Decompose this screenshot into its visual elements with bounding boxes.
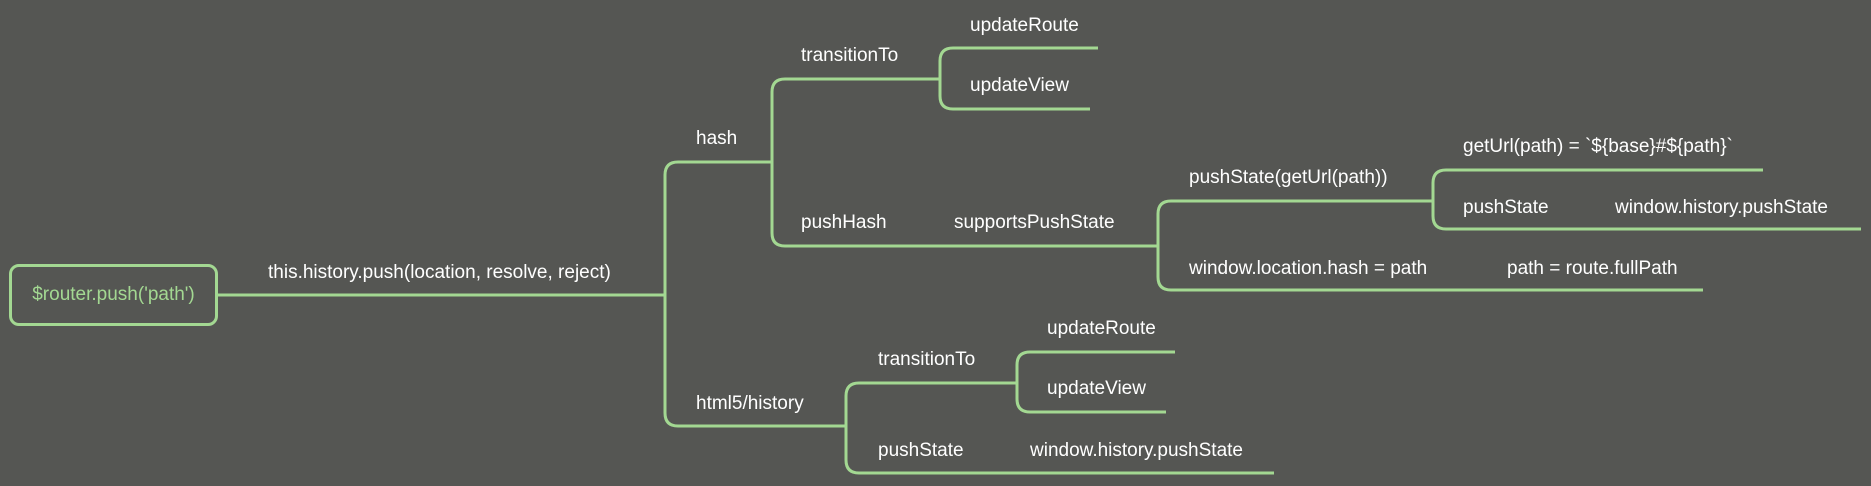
node-h5-pushstate[interactable]: pushState: [878, 440, 964, 461]
connector-h5-transition-up: [1015, 350, 1175, 383]
connector-hash-down: [770, 162, 1158, 248]
node-h5-updateroute[interactable]: updateRoute: [1047, 318, 1156, 339]
connector-sps-down: [1156, 246, 1703, 292]
connector-history-split-down: [663, 295, 846, 428]
connector-hash-up: [770, 77, 940, 162]
node-hash-updateview[interactable]: updateView: [970, 75, 1069, 96]
node-window-history-pushstate-1[interactable]: window.history.pushState: [1615, 197, 1828, 218]
node-supportspushstate[interactable]: supportsPushState: [954, 212, 1115, 233]
node-pushhash[interactable]: pushHash: [801, 212, 887, 233]
node-window-history-pushstate-2[interactable]: window.history.pushState: [1030, 440, 1243, 461]
node-h5-transitionto[interactable]: transitionTo: [878, 349, 976, 370]
node-hash-updateroute[interactable]: updateRoute: [970, 15, 1079, 36]
node-hash-transitionto[interactable]: transitionTo: [801, 45, 899, 66]
node-location-hash[interactable]: window.location.hash = path: [1189, 258, 1428, 279]
connector-h5-down: [844, 426, 1274, 475]
node-history-push[interactable]: this.history.push(location, resolve, rej…: [268, 262, 611, 283]
node-html5-history[interactable]: html5/history: [696, 393, 804, 414]
root-node-label: $router.push('path'): [32, 284, 195, 305]
node-pushstate-geturl[interactable]: pushState(getUrl(path)): [1189, 167, 1388, 188]
connector-getUrl-up: [1431, 168, 1763, 201]
connector-sps-up: [1156, 199, 1433, 246]
connector-transition-down: [938, 79, 1090, 111]
node-geturl-expression[interactable]: getUrl(path) = `${base}#${path}`: [1463, 136, 1733, 157]
connector-transition-up: [938, 46, 1098, 79]
node-hash[interactable]: hash: [696, 128, 738, 149]
node-h5-updateview[interactable]: updateView: [1047, 378, 1146, 399]
root-node[interactable]: $router.push('path'): [9, 264, 218, 326]
node-path-fullpath[interactable]: path = route.fullPath: [1507, 258, 1678, 279]
connector-getUrl-down: [1431, 201, 1861, 231]
node-pushstate-inner[interactable]: pushState: [1463, 197, 1549, 218]
connector-history-split-up: [663, 160, 772, 295]
connector-h5-up: [844, 381, 1017, 426]
connector-h5-transition-down: [1015, 383, 1166, 414]
